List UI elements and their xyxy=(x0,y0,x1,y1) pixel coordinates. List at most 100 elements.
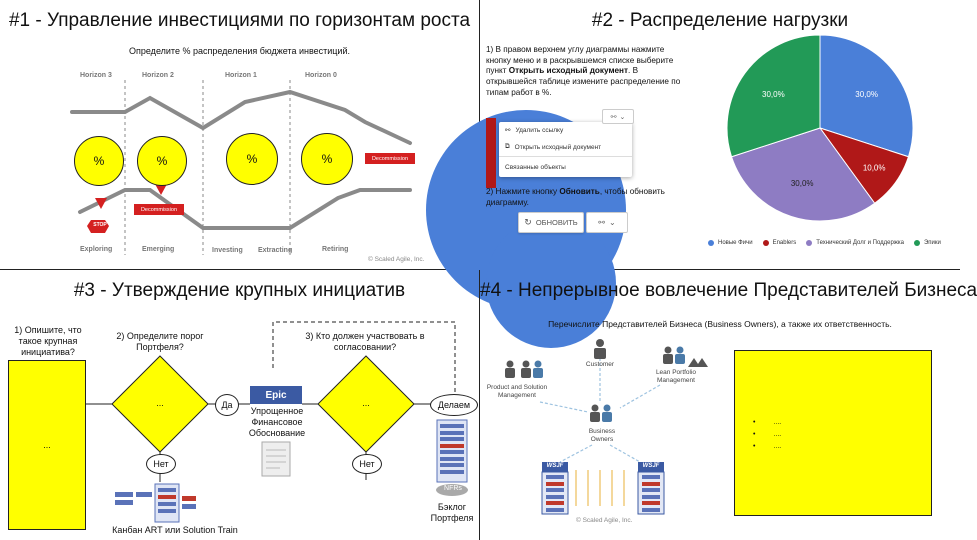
business-owners-diagram xyxy=(505,339,708,515)
legend-swatch xyxy=(806,240,813,246)
panel-title: #1 - Управление инвестициями по горизонт… xyxy=(8,10,471,31)
chevron-down-icon: ⌄ xyxy=(619,113,626,121)
pie-data-label: 30,0% xyxy=(855,90,878,99)
open-external-icon: ⧉ xyxy=(505,143,510,150)
copyright: © Scaled Agile, Inc. xyxy=(576,517,633,524)
approval-participants-diamond xyxy=(317,355,415,453)
backlog-row xyxy=(440,450,464,454)
pie-slice-3 xyxy=(730,127,876,222)
stop-sign-icon xyxy=(87,220,109,233)
pie-slice-1 xyxy=(819,34,914,158)
refresh-icon: ↻ xyxy=(524,217,532,227)
copyright: © Scaled Agile, Inc. xyxy=(368,256,425,263)
wsjf-label: WSJF xyxy=(642,463,660,469)
step-1-instructions: 1) В правом верхнем углу диаграммы нажми… xyxy=(486,45,681,97)
horizons-panel: #1 - Управление инвестициями по горизонт… xyxy=(0,0,480,270)
business-owners-icon xyxy=(590,404,612,422)
panel-subtitle: Определите % распределения бюджета инвес… xyxy=(129,46,350,56)
question-1: 1) Опишите, что такое крупная инициатива… xyxy=(14,325,82,357)
business-owners-answer-box[interactable]: •.... •.... •.... xyxy=(734,350,932,516)
backlog-row xyxy=(440,430,464,435)
panel-title: #3 - Утверждение крупных инициатив xyxy=(73,280,406,301)
backlog-row xyxy=(440,463,464,467)
workload-panel: #2 - Распределение нагрузки 1) В правом … xyxy=(426,0,960,348)
approval-flow-diagram xyxy=(86,321,468,523)
backlog-caption: Бэклог Портфеля xyxy=(430,502,474,523)
wsjf-backlog-icon xyxy=(541,462,665,515)
answer-bullet: •.... xyxy=(753,431,782,438)
menu-item-linked-objects[interactable]: Связанные объекты xyxy=(505,163,566,171)
diamond-1-text: ... xyxy=(156,398,164,408)
horizon-3-label: Horizon 3 xyxy=(80,72,112,79)
wsjf-row xyxy=(546,507,564,512)
answer-bullet: •.... xyxy=(753,419,782,426)
legend-item: Технический Долг и Поддержка xyxy=(816,240,904,246)
horizon-flow-diagram xyxy=(70,80,412,255)
document-icon xyxy=(261,441,291,477)
wsjf-row xyxy=(546,488,564,492)
link-icon: ⚯ xyxy=(610,113,617,121)
do-label: Делаем xyxy=(430,394,478,416)
initiative-answer-box[interactable]: ... xyxy=(8,360,86,530)
legend-swatch xyxy=(762,240,769,246)
pie-data-label: 10,0% xyxy=(863,163,886,172)
chevron-down-icon: ⌄ xyxy=(609,218,616,227)
answer-bullet: •.... xyxy=(753,443,782,450)
role-customer: Customer xyxy=(585,361,615,368)
backlog-row xyxy=(440,424,464,428)
legend-swatch xyxy=(913,240,920,246)
product-management-icon xyxy=(505,360,543,378)
pie-data-label: 30,0% xyxy=(791,179,814,188)
backlog-row xyxy=(440,443,464,448)
horizon-2-percent: % xyxy=(137,136,187,186)
link-icon: ⚯ xyxy=(598,218,605,227)
role-product-management: Product and Solution Management xyxy=(486,384,548,400)
question-2: 2) Определите порог Портфеля? xyxy=(116,331,204,352)
horizon-0-label: Horizon 0 xyxy=(305,72,337,79)
business-owners-panel: #4 - Непрерывное вовлечение Представител… xyxy=(480,270,977,540)
portfolio-threshold-diamond xyxy=(111,355,209,453)
wsjf-row xyxy=(642,501,660,505)
wsjf-row xyxy=(546,494,564,499)
horizon-1-percent: % xyxy=(226,133,278,185)
legend-swatch xyxy=(708,240,714,246)
chart-context-menu: ⚯Удалить ссылку ⧉Открыть исходный докуме… xyxy=(499,122,632,177)
backlog-row xyxy=(440,437,464,441)
initiative-approval-panel: #3 - Утверждение крупных инициатив xyxy=(0,270,480,540)
panel-title: #4 - Непрерывное вовлечение Представител… xyxy=(480,280,977,301)
wsjf-row xyxy=(642,488,660,492)
menu-item-unlink[interactable]: ⚯Удалить ссылку xyxy=(505,126,564,135)
pie-slice-4 xyxy=(726,34,821,158)
epic-badge: Epic xyxy=(250,386,302,404)
decommission-badge: Decommission xyxy=(365,153,415,164)
menu-item-open-source[interactable]: ⧉Открыть исходный документ xyxy=(499,138,632,157)
no-label: Нет xyxy=(146,454,176,474)
wsjf-row xyxy=(642,507,660,512)
refresh-button[interactable]: ↻ОБНОВИТЬ xyxy=(518,212,584,233)
stage-extracting: Extracting xyxy=(258,247,293,254)
panel-title: #2 - Распределение нагрузки xyxy=(591,10,849,31)
stage-retiring: Retiring xyxy=(322,246,349,253)
legend-item: Новые Фичи xyxy=(718,240,753,246)
wsjf-row xyxy=(642,475,660,479)
nfr-label: NFRs xyxy=(444,485,462,492)
decommission-badge: Decommission xyxy=(134,204,184,215)
backlog-row xyxy=(440,469,464,474)
kanban-board-icon xyxy=(115,483,196,523)
unlink-icon: ⚯ xyxy=(505,127,511,134)
horizon-1-label: Horizon 1 xyxy=(225,72,257,79)
panel-subtitle: Перечислите Представителей Бизнеса (Busi… xyxy=(548,319,892,329)
horizon-2-label: Horizon 2 xyxy=(142,72,174,79)
stage-exploring: Exploring xyxy=(80,246,113,253)
link-options-button[interactable]: ⚯⌄ xyxy=(602,109,634,124)
chart-legend: Новые Фичи Enablers Технический Долг и П… xyxy=(708,240,941,246)
step-2-instructions: 2) Нажмите кнопку Обновить, чтобы обнови… xyxy=(486,187,665,207)
customer-icon xyxy=(594,339,606,359)
diamond-2-text: ... xyxy=(362,398,370,408)
workload-pie-chart: 30,0%10,0%30,0%30,0% xyxy=(726,34,914,222)
backlog-row xyxy=(440,456,464,461)
role-business-owners: Business Owners xyxy=(588,428,616,444)
link-options-button[interactable]: ⚯⌄ xyxy=(586,212,628,233)
wsjf-row xyxy=(642,494,660,499)
stage-investing: Investing xyxy=(212,247,243,254)
